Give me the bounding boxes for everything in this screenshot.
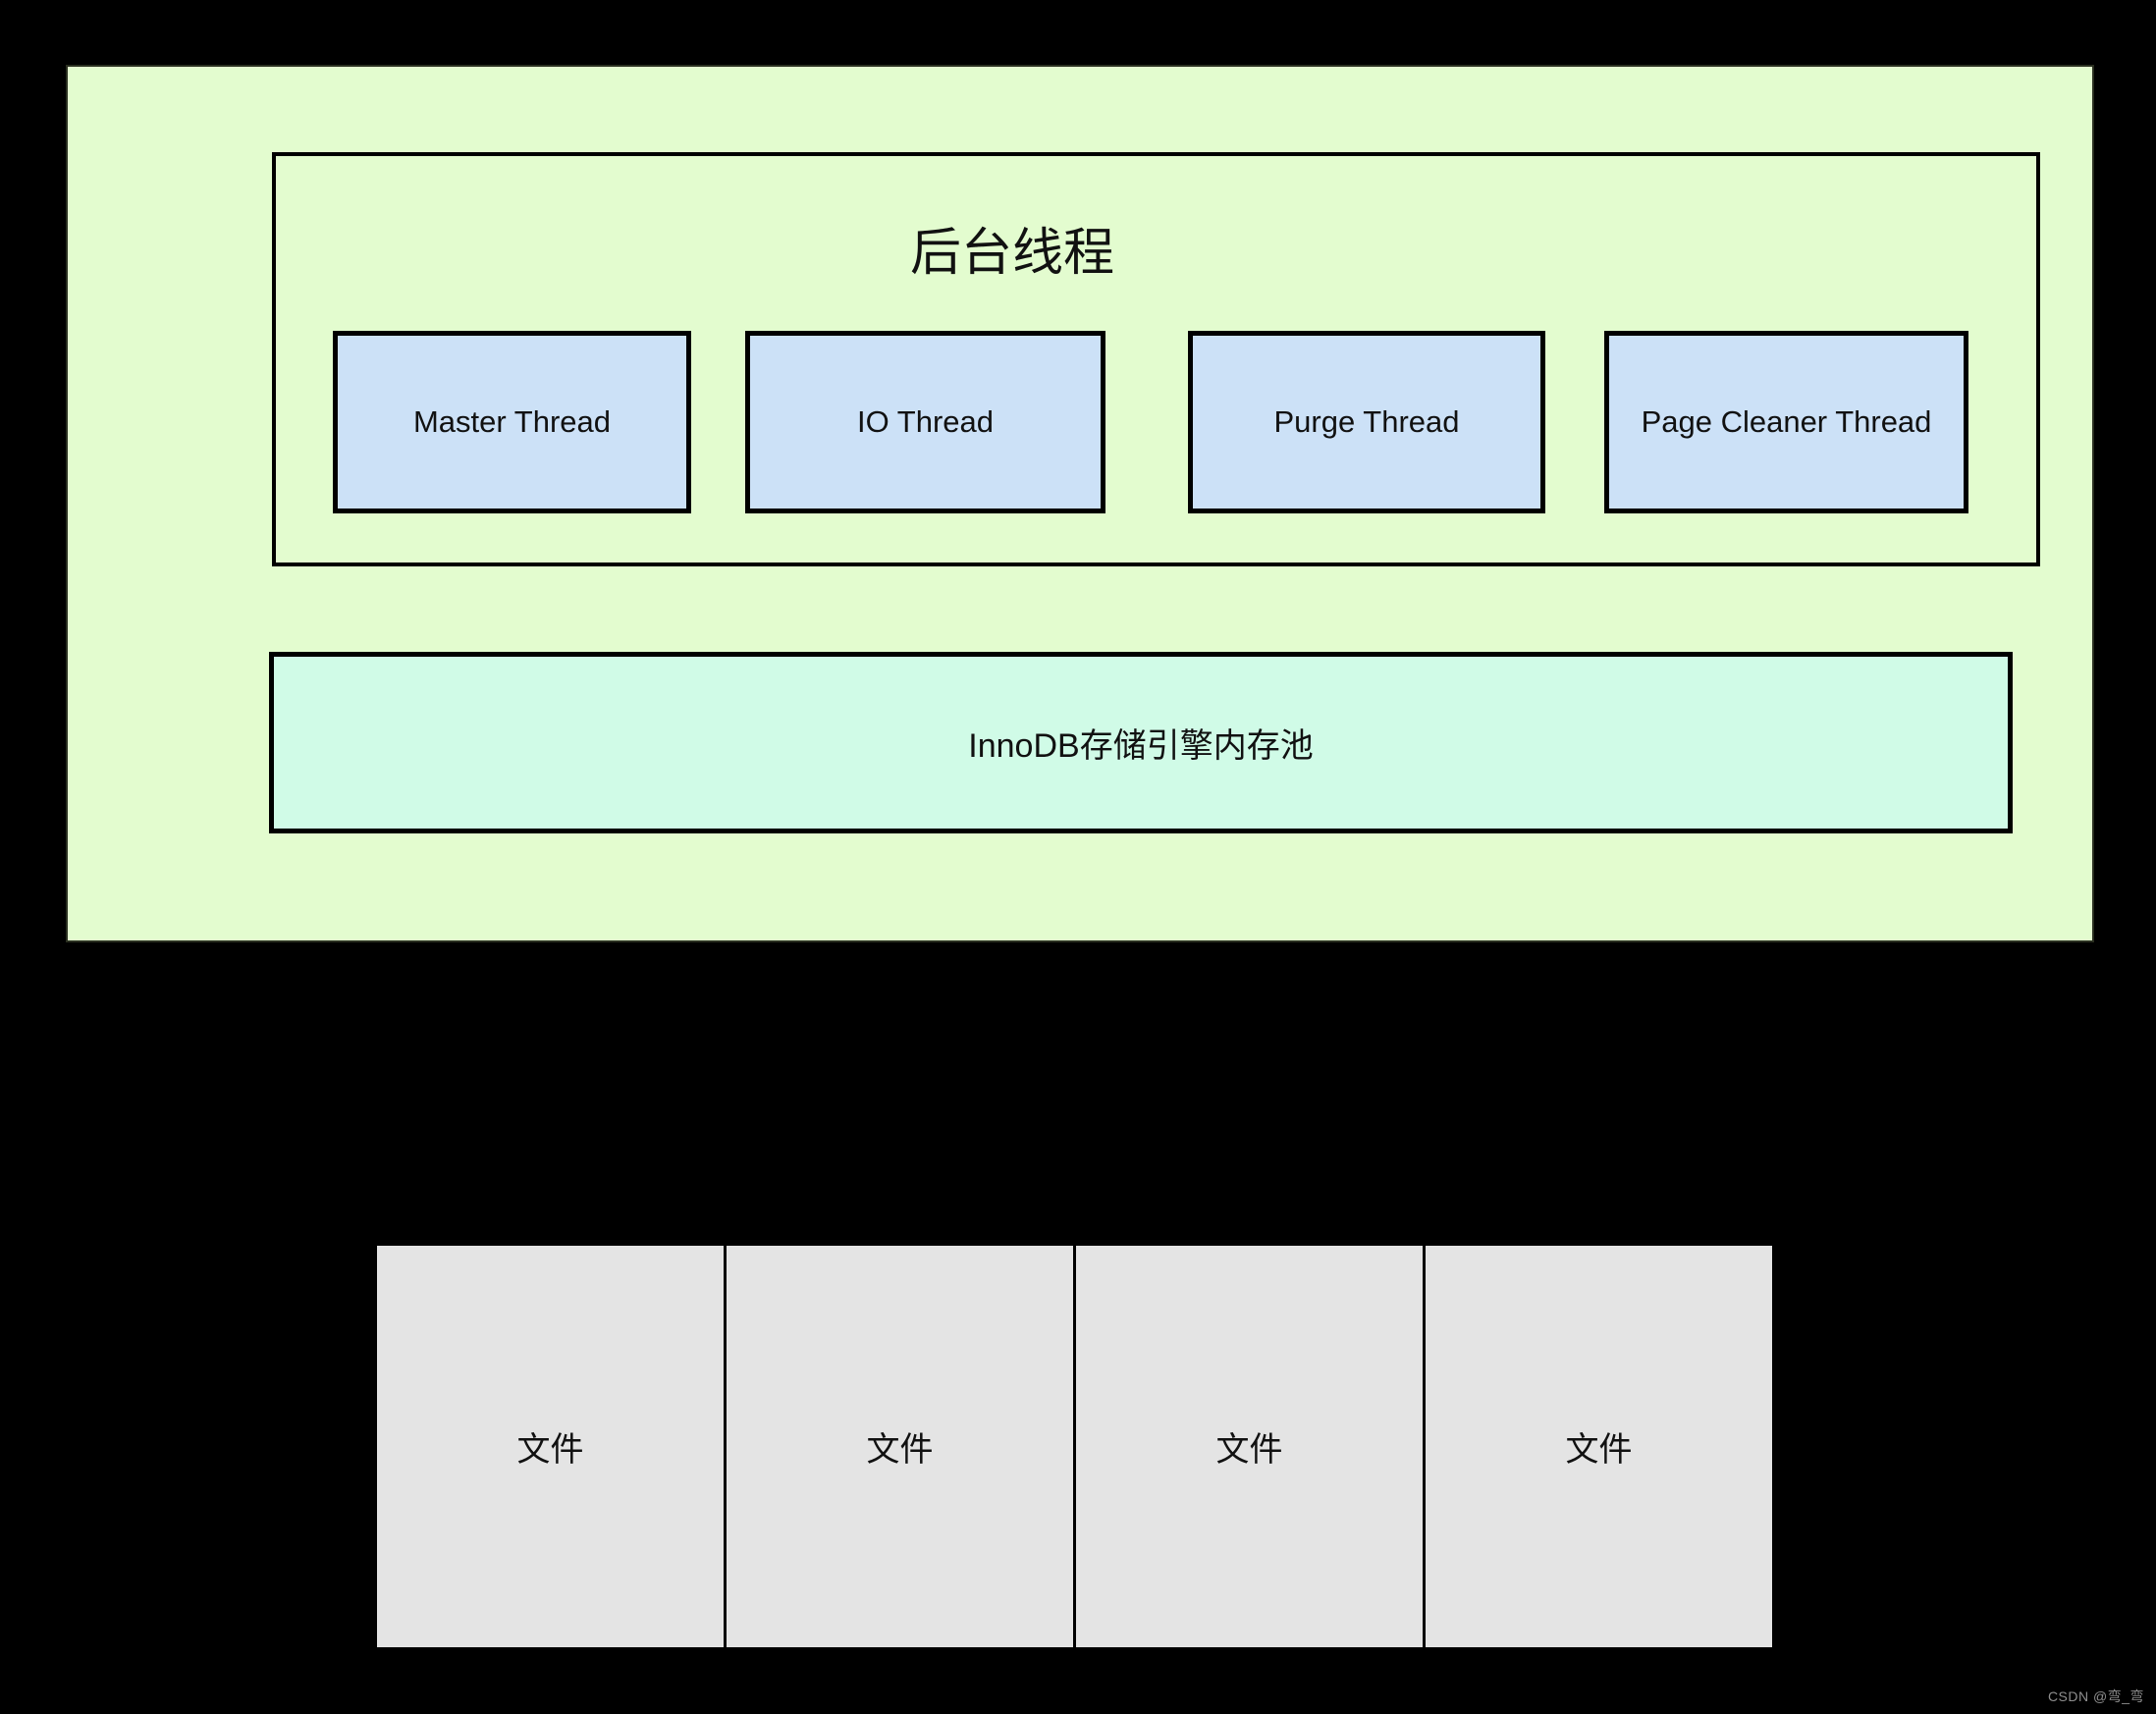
thread-box-purge: Purge Thread <box>1188 331 1545 513</box>
thread-label-io: IO Thread <box>856 404 994 439</box>
file-label-3: 文件 <box>1215 1431 1283 1469</box>
thread-label-master: Master Thread <box>412 404 611 439</box>
background-threads-title: 后台线程 <box>909 225 1114 282</box>
thread-label-purge: Purge Thread <box>1273 404 1460 439</box>
file-label-2: 文件 <box>866 1431 934 1469</box>
thread-box-master: Master Thread <box>333 331 691 513</box>
thread-box-page-cleaner: Page Cleaner Thread <box>1604 331 1968 513</box>
file-box-4: 文件 <box>1423 1243 1775 1650</box>
file-label-4: 文件 <box>1565 1431 1633 1469</box>
thread-label-page-cleaner: Page Cleaner Thread <box>1641 404 1932 439</box>
file-box-2: 文件 <box>724 1243 1076 1650</box>
files-row: 文件 文件 文件 文件 <box>374 1243 1775 1650</box>
file-label-1: 文件 <box>516 1431 584 1469</box>
file-box-1: 文件 <box>374 1243 727 1650</box>
memory-pool-label: InnoDB存储引擎内存池 <box>968 727 1314 765</box>
background-threads-box: 后台线程 Master Thread IO Thread Purge Threa… <box>272 152 2040 566</box>
thread-box-io: IO Thread <box>745 331 1105 513</box>
memory-pool-box: InnoDB存储引擎内存池 <box>269 652 2013 833</box>
watermark: CSDN @弯_弯 <box>2047 1688 2144 1704</box>
file-box-3: 文件 <box>1073 1243 1426 1650</box>
innodb-engine-panel: 后台线程 Master Thread IO Thread Purge Threa… <box>66 65 2094 942</box>
